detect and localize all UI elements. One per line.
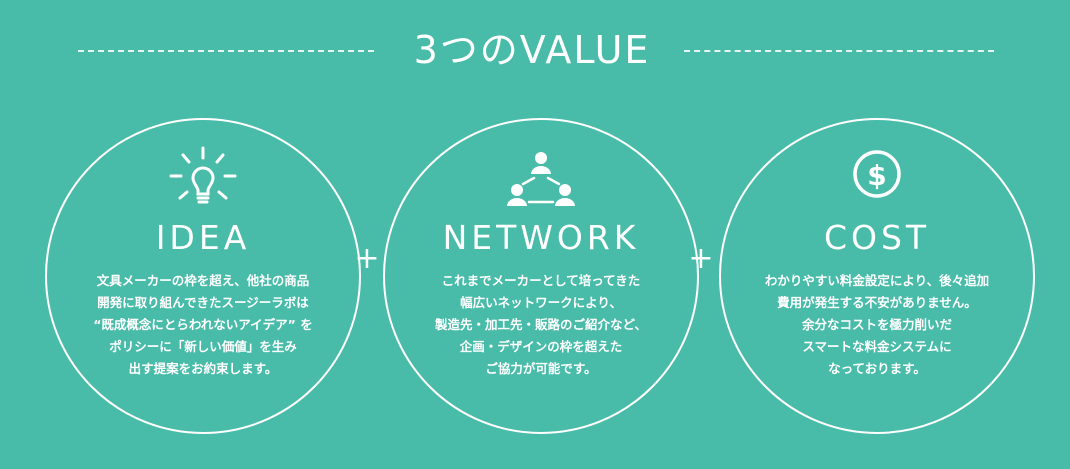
value-description-line: なっております。 [828, 361, 926, 376]
value-description: わかりやすい料金設定により、後々追加 費用が発生する不安がありません。 余分なコ… [741, 270, 1013, 380]
value-description-line: 企画・デザインの枠を超えた [459, 339, 623, 354]
value-heading: IDEA [155, 218, 251, 257]
value-description-line: 文具メーカーの枠を超え、他社の商品 [96, 273, 310, 288]
value-description-line: これまでメーカーとして培ってきた [441, 273, 641, 288]
value-description-line: 製造先・加工先・販路のご紹介など、 [435, 317, 647, 332]
value-card-network: NETWORK これまでメーカーとして培ってきた 幅広いネットワークにより、 製… [383, 118, 699, 434]
header-dashed-line-right [684, 50, 994, 52]
dollar-coin-icon: $ [837, 144, 917, 216]
value-description-line: ご協力が可能です。 [485, 361, 597, 376]
value-description-line: わかりやすい料金設定により、後々追加 [764, 273, 990, 288]
value-description-line: 費用が発生する不安がありません。 [777, 295, 977, 310]
value-description-line: 開発に取り組んできたスージーラボは [97, 295, 309, 310]
value-description-line: 幅広いネットワークにより、 [460, 295, 622, 310]
lightbulb-icon [163, 144, 243, 216]
plus-sign: + [688, 241, 714, 276]
header-dashed-line-left [78, 50, 374, 52]
section-header: 3つのVALUE [0, 14, 1070, 84]
plus-sign: + [354, 241, 380, 276]
value-heading: NETWORK [442, 218, 640, 257]
value-description-line: 余分なコストを極力削いだ [801, 317, 952, 332]
svg-text:$: $ [867, 159, 886, 192]
value-description-line: 出す提案をお約束します。 [128, 361, 278, 376]
value-card-cost: $ COST わかりやすい料金設定により、後々追加 費用が発生する不安がありませ… [719, 118, 1035, 434]
value-description: これまでメーカーとして培ってきた 幅広いネットワークにより、 製造先・加工先・販… [405, 270, 677, 380]
value-description: 文具メーカーの枠を超え、他社の商品 開発に取り組んできたスージーラボは “既成概… [67, 270, 339, 380]
value-description-line: ポリシーに「新しい価値」を生み [109, 339, 297, 354]
value-card-idea: IDEA 文具メーカーの枠を超え、他社の商品 開発に取り組んできたスージーラボは… [45, 118, 361, 434]
section-title: 3つのVALUE [413, 28, 651, 72]
network-people-icon [501, 144, 581, 216]
value-description-line: スマートな料金システムに [802, 339, 952, 354]
value-description-line: “既成概念にとらわれないアイデア” を [93, 317, 313, 332]
value-heading: COST [823, 218, 931, 257]
